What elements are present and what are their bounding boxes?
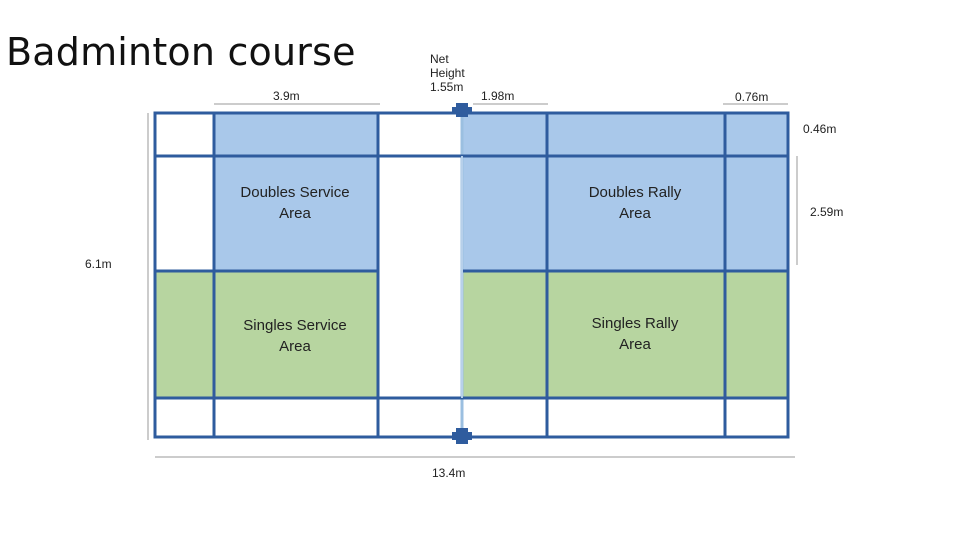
- net-post-top: [452, 103, 472, 117]
- page-title: Badminton course: [6, 30, 356, 74]
- width-dim: 6.1m: [85, 257, 112, 271]
- singles-service-area-label: Singles Service Area: [243, 317, 347, 355]
- singles-service-fill: [155, 271, 378, 398]
- doubles-rally-area-label: Doubles Rally Area: [588, 184, 682, 222]
- doubles-service-fill: [214, 113, 378, 271]
- net-post-bottom: [452, 428, 472, 444]
- doubles-rally-fill: [462, 113, 788, 271]
- half-width-dim: 2.59m: [810, 205, 844, 219]
- back-line-dim: 0.76m: [735, 90, 769, 104]
- side-alley-dim: 0.46m: [803, 122, 837, 136]
- service-line-dim: 3.9m: [273, 89, 300, 103]
- doubles-service-dim: 1.98m: [481, 89, 515, 103]
- court-lines: [153, 111, 790, 439]
- doubles-service-area-label: Doubles Service Area: [240, 184, 350, 222]
- length-dim: 13.4m: [432, 466, 466, 480]
- singles-rally-area-label: Singles Rally Area: [591, 315, 679, 353]
- net-height-dim: Net Height 1.55m: [430, 52, 465, 94]
- singles-rally-fill: [462, 271, 788, 398]
